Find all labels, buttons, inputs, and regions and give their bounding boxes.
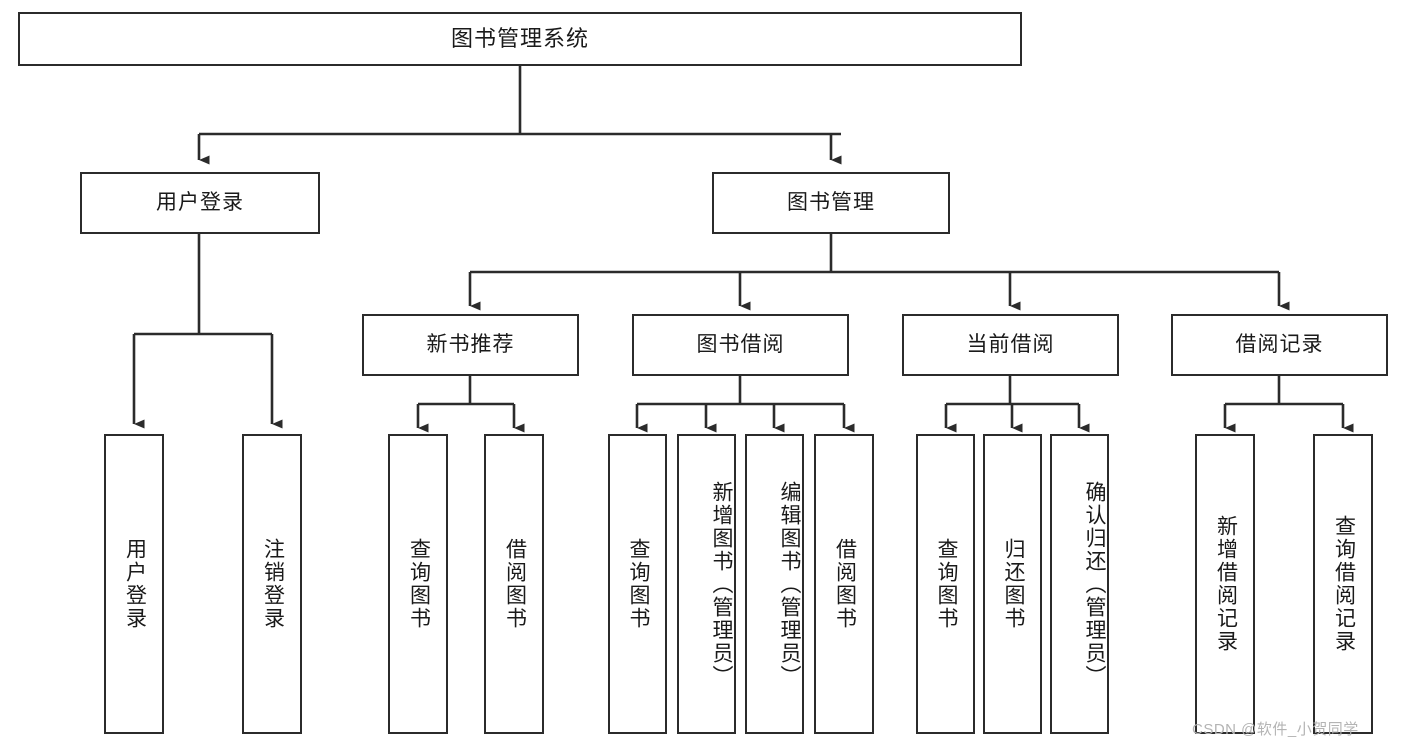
node-book-management[interactable]: 图书管理 bbox=[712, 172, 950, 234]
leaf-confirm-return-admin[interactable]: 确认归还（管理员） bbox=[1050, 434, 1109, 734]
leaf-borrow-book[interactable]: 借阅图书 bbox=[814, 434, 874, 734]
node-current-borrow[interactable]: 当前借阅 bbox=[902, 314, 1119, 376]
leaf-return-book[interactable]: 归还图书 bbox=[983, 434, 1042, 734]
node-new-book-recommend[interactable]: 新书推荐 bbox=[362, 314, 579, 376]
node-borrow-record[interactable]: 借阅记录 bbox=[1171, 314, 1388, 376]
leaf-add-borrow-record[interactable]: 新增借阅记录 bbox=[1195, 434, 1255, 734]
csdn-watermark: CSDN @软件_小贺同学 bbox=[1192, 721, 1359, 738]
leaf-user-logout[interactable]: 注销登录 bbox=[242, 434, 302, 734]
leaf-query-book-current[interactable]: 查询图书 bbox=[916, 434, 975, 734]
leaf-edit-book-admin[interactable]: 编辑图书（管理员） bbox=[745, 434, 804, 734]
leaf-query-book-borrow[interactable]: 查询图书 bbox=[608, 434, 667, 734]
leaf-query-book-recommend[interactable]: 查询图书 bbox=[388, 434, 448, 734]
leaf-user-login[interactable]: 用户登录 bbox=[104, 434, 164, 734]
leaf-borrow-book-recommend[interactable]: 借阅图书 bbox=[484, 434, 544, 734]
node-user-login[interactable]: 用户登录 bbox=[80, 172, 320, 234]
leaf-query-borrow-record[interactable]: 查询借阅记录 bbox=[1313, 434, 1373, 734]
node-root[interactable]: 图书管理系统 bbox=[18, 12, 1022, 66]
leaf-add-book-admin[interactable]: 新增图书（管理员） bbox=[677, 434, 736, 734]
node-book-borrow[interactable]: 图书借阅 bbox=[632, 314, 849, 376]
